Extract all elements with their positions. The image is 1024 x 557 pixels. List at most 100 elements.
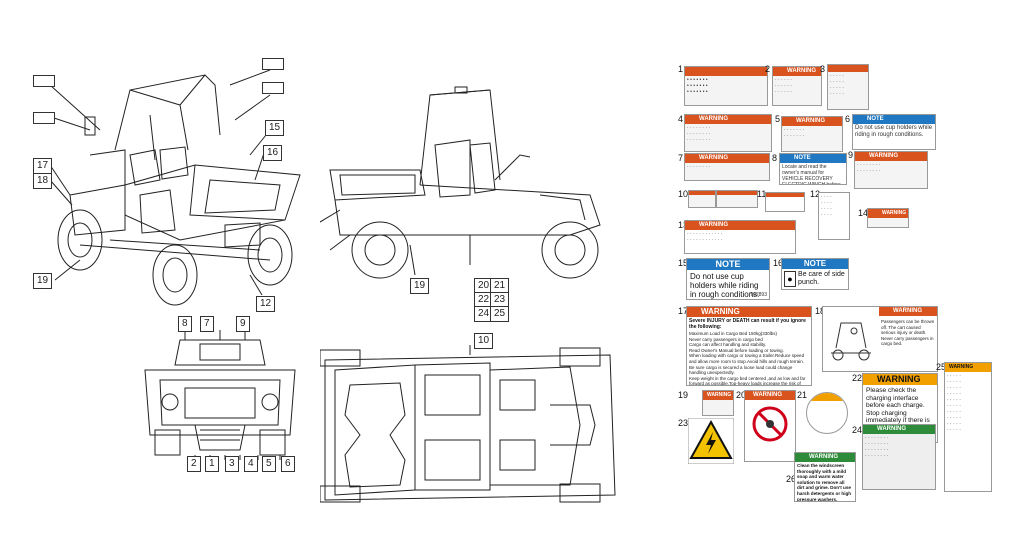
callout-9: 9 [236, 316, 250, 332]
decal-18-header: WARNING [879, 307, 937, 316]
decal-8: NOTE Locate and read the owner's manual … [779, 153, 847, 185]
callout-12: 12 [256, 296, 276, 312]
decal-2-header: WARNING [773, 67, 821, 76]
decal-num-12: 12 [810, 189, 821, 199]
decal-16-header: NOTE [782, 259, 848, 269]
decal-14-header: WARNING [868, 209, 908, 218]
decal-num-9: 9 [848, 150, 854, 160]
decal-26-text: Clean the windscreen thoroughly with a m… [797, 463, 852, 502]
callout-25: 25 [490, 306, 510, 322]
callout-7: 7 [200, 316, 214, 332]
decal-7-header: WARNING [685, 154, 769, 163]
decal-24: WARNING · · · · · · · ·· · · · · · · ·· … [862, 424, 936, 490]
utv-rear-three-quarter-drawing [44, 69, 301, 306]
decal-18: WARNING Passengers can be thrown off. Th… [822, 306, 938, 372]
decal-num-5: 5 [775, 114, 781, 124]
decal-1: • • • • • • •• • • • • • •• • • • • • • [684, 66, 768, 106]
decal-4: WARNING · · · · · · · ·· · · · · · · ·· … [684, 114, 772, 152]
decal-num-19: 19 [678, 390, 689, 400]
callout-left-top-1 [33, 75, 55, 87]
no-entry-icon [752, 406, 788, 442]
callout-5: 5 [262, 456, 276, 472]
decal-num-26: 26 [786, 474, 797, 484]
utv-top-view-drawing [320, 345, 616, 503]
decal-17-item: Never carry passengers in cargo bed [689, 336, 763, 342]
decal-9: WARNING · · · · · · · ·· · · · · · · · [854, 151, 928, 189]
decal-6-text: Do not use cup holders while riding in r… [855, 125, 933, 138]
decal-17-item: When loading with cargo or towing a trai… [689, 353, 805, 364]
side-punch-icon: ● [784, 271, 797, 287]
decal-num-20: 20 [736, 390, 747, 400]
decal-num-13: 13 [678, 220, 689, 230]
decal-16-text: Be care of side punch. [798, 271, 845, 286]
decal-num-21: 21 [797, 390, 808, 400]
decal-19: WARNING [702, 390, 734, 416]
callout-10-top: 10 [474, 333, 494, 349]
decal-8-text: Locate and read the owner's manual for V… [782, 164, 841, 185]
decal-num-11: 11 [757, 189, 767, 199]
callout-8: 8 [178, 316, 192, 332]
callout-21: 21 [490, 278, 510, 294]
decal-11 [765, 192, 805, 212]
decal-num-18: 18 [815, 306, 826, 316]
decal-num-2: 2 [765, 64, 771, 74]
decal-16: NOTE ● Be care of side punch. [781, 258, 849, 290]
decal-num-17: 17 [678, 306, 689, 316]
callout-1: 1 [205, 456, 219, 472]
decal-num-16: 16 [773, 258, 784, 268]
decal-6-header: NOTE [853, 115, 935, 124]
decal-17-item: Cargo can affect handling and stability. [689, 342, 767, 348]
decal-14: WARNING [867, 208, 909, 228]
callout-18: 18 [33, 173, 53, 189]
decal-num-22: 22 [852, 373, 863, 383]
high-voltage-hazard-icon [688, 418, 734, 464]
decal-num-24: 24 [852, 425, 863, 435]
decal-7: WARNING · · · · · · · · [684, 153, 770, 181]
decal-20-header: WARNING [745, 391, 795, 400]
callout-right-top-1 [262, 58, 284, 70]
decal-4-header: WARNING [685, 115, 771, 124]
decal-20: WARNING [744, 390, 796, 462]
callout-2: 2 [187, 456, 201, 472]
decal-22-header: WARNING [863, 374, 937, 385]
callout-3: 3 [225, 456, 239, 472]
decal-13-header: WARNING [685, 221, 795, 230]
decal-24-header: WARNING [863, 425, 935, 434]
decal-15: NOTE Do not use cup holders while riding… [686, 258, 770, 300]
decal-num-8: 8 [772, 153, 778, 163]
decal-19-header: WARNING [703, 391, 733, 400]
decal-5-header: WARNING [782, 117, 842, 126]
callout-17: 17 [33, 158, 53, 174]
decal-9-header: WARNING [855, 152, 927, 161]
decal-18-item: Passengers can be thrown off. The cart c… [881, 319, 935, 336]
callout-left-top-2 [33, 112, 55, 124]
decal-num-3: 3 [820, 64, 826, 74]
decal-26: WARNING Clean the windscreen thoroughly … [794, 452, 856, 502]
decal-num-25: 25 [936, 362, 947, 372]
decal-15-header: NOTE [687, 259, 769, 270]
utv-front-view-drawing [144, 330, 296, 460]
decal-5: WARNING · · · · · · ·· · · · · · · [781, 116, 843, 152]
callout-19-middle: 19 [410, 278, 430, 294]
decal-num-23: 23 [678, 418, 689, 428]
decal-num-4: 4 [678, 114, 684, 124]
decal-num-6: 6 [845, 114, 851, 124]
callout-16: 16 [263, 145, 283, 161]
decal-num-1: 1 [678, 64, 684, 74]
decal-num-10: 10 [678, 189, 689, 199]
decal-10b [716, 190, 758, 208]
decal-17-lead: Severe INJURY or DEATH can result if you… [689, 318, 806, 330]
passenger-warning-icon [831, 322, 871, 361]
decal-3: · · · · ·· · · · ·· · · · ·· · · · · [827, 64, 869, 110]
decal-6: NOTE Do not use cup holders while riding… [852, 114, 936, 150]
decal-17-item: Be sure cargo is secured a loose load co… [689, 364, 793, 376]
decal-21 [806, 392, 848, 434]
decal-num-14: 14 [858, 208, 869, 218]
utv-side-view-drawing [320, 86, 601, 279]
decal-17-item: Read Owner's Manual before loading or to… [689, 347, 784, 353]
callout-4: 4 [244, 456, 258, 472]
decal-15-text: Do not use cup holders while riding in r… [690, 272, 760, 299]
decal-25-header: WARNING [945, 363, 991, 372]
decal-13: WARNING · · · · · · · · · · · ·· · · · ·… [684, 220, 796, 254]
